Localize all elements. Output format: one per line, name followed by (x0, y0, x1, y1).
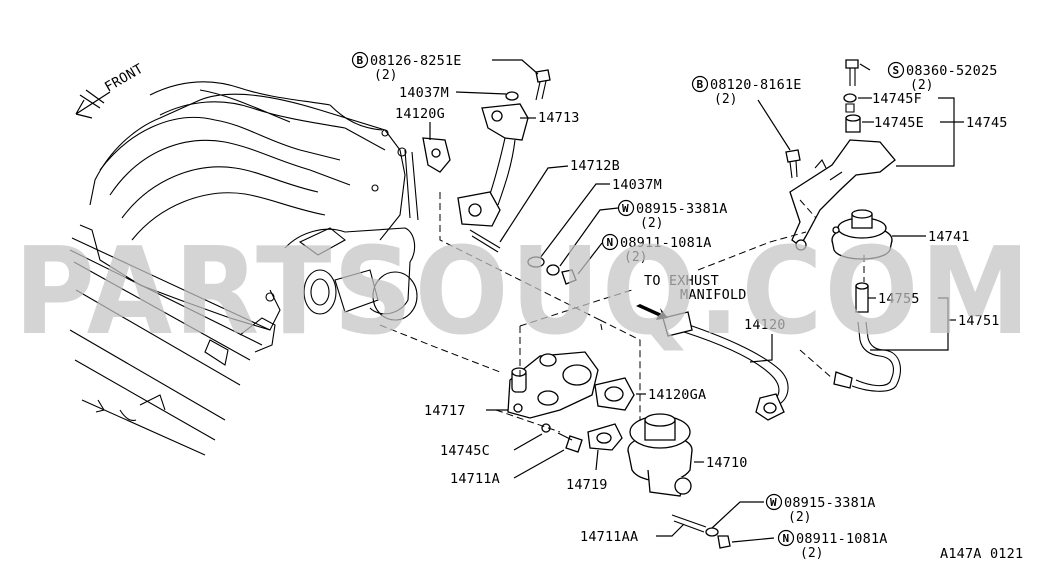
nut-symbol-n-2 (777, 529, 795, 547)
part-number-08126-8251e[interactable]: 08126-8251E (370, 53, 462, 69)
qty-08911-top: (2) (624, 250, 647, 265)
callout-symbols: B W N B S W N (351, 51, 905, 547)
reference-lines (379, 192, 865, 433)
bracket-14745 (789, 93, 896, 251)
gasket-14120g (422, 137, 451, 173)
qty-08120: (2) (714, 92, 737, 107)
tube-14751 (833, 321, 902, 392)
symbol-n-08911-bot: N (783, 532, 790, 545)
exhaust-flow-arrow (636, 304, 668, 320)
figure-code: A147A 0121 (940, 546, 1023, 562)
stud-14711aa (671, 514, 731, 549)
part-number-14711a[interactable]: 14711A (450, 471, 500, 487)
part-number-08915-3381a-bot[interactable]: 08915-3381A (784, 495, 876, 511)
symbol-b-08120: B (697, 78, 704, 91)
part-number-14717[interactable]: 14717 (424, 403, 466, 419)
symbol-n-08911-top: N (607, 236, 614, 249)
symbol-w-08915-top: W (622, 202, 629, 215)
qty-08911-bot: (2) (800, 546, 823, 561)
part-number-14741[interactable]: 14741 (928, 229, 970, 245)
hose-14755 (855, 282, 869, 313)
egr-tube-14713 (457, 103, 529, 227)
symbol-b-08126: B (357, 54, 364, 67)
qty-08915-bot: (2) (788, 510, 811, 525)
stud-14712b (469, 229, 577, 285)
part-number-14710[interactable]: 14710 (706, 455, 748, 471)
part-number-14037m-mid[interactable]: 14037M (612, 177, 662, 193)
part-number-14745e[interactable]: 14745E (874, 115, 924, 131)
gasket-14719 (587, 423, 623, 451)
bolt-08360 (845, 59, 859, 86)
part-labels: 08126-8251E (2) 14037M 14120G 14713 1471… (370, 53, 1023, 562)
bolt-08126 (505, 69, 551, 101)
washer-symbol-w-2 (765, 493, 783, 511)
exhaust-note-line-2: MANIFOLD (680, 287, 747, 303)
bpt-valve-14741 (831, 209, 893, 260)
part-number-14745c[interactable]: 14745C (440, 443, 490, 459)
part-number-08911-1081a-bot[interactable]: 08911-1081A (796, 531, 888, 547)
bolt-14711a (557, 432, 583, 453)
bolt-08120 (785, 149, 801, 179)
part-number-14719[interactable]: 14719 (566, 477, 608, 493)
egr-pipe-14120 (662, 311, 789, 421)
part-number-08915-3381a-top[interactable]: 08915-3381A (636, 201, 728, 217)
part-number-14037m-top[interactable]: 14037M (399, 85, 449, 101)
part-number-14745[interactable]: 14745 (966, 115, 1008, 131)
watermark-text: PARTSOUQ.COM (14, 223, 1032, 362)
qty-08126: (2) (374, 68, 397, 83)
part-number-14711aa[interactable]: 14711AA (580, 529, 638, 545)
bolt-symbol-b-1 (351, 51, 369, 69)
symbol-s-08360: S (893, 64, 900, 77)
part-number-14120g[interactable]: 14120G (395, 106, 445, 122)
screw-symbol-s (887, 61, 905, 79)
part-number-08911-1081a-top[interactable]: 08911-1081A (620, 235, 712, 251)
leader-lines (429, 59, 964, 543)
nut-symbol-n-1 (601, 233, 619, 251)
part-number-08120-8161e[interactable]: 08120-8161E (710, 77, 802, 93)
qty-08915-top: (2) (640, 216, 663, 231)
egr-valve-14710 (627, 413, 693, 497)
engine-manifold-drawing (69, 81, 419, 456)
part-number-14712b[interactable]: 14712B (570, 158, 620, 174)
front-direction-arrow: FRONT (75, 61, 146, 119)
part-number-14751[interactable]: 14751 (958, 313, 1000, 329)
part-number-14713[interactable]: 14713 (538, 110, 580, 126)
part-number-14120[interactable]: 14120 (744, 317, 786, 333)
part-number-14745f[interactable]: 14745F (872, 91, 922, 107)
exhaust-note-line-1: TO EXHUST (644, 273, 719, 289)
part-number-14755[interactable]: 14755 (878, 291, 920, 307)
bolt-symbol-b-2 (691, 75, 709, 93)
washer-symbol-w-1 (617, 199, 635, 217)
symbol-w-08915-bot: W (770, 496, 777, 509)
part-number-14120ga[interactable]: 14120GA (648, 387, 706, 403)
egr-adapter-14717 (507, 351, 599, 433)
front-label: FRONT (102, 61, 146, 96)
gasket-14120ga (594, 377, 635, 411)
part-number-08360-52025[interactable]: 08360-52025 (906, 63, 998, 79)
qty-08360: (2) (910, 78, 933, 93)
